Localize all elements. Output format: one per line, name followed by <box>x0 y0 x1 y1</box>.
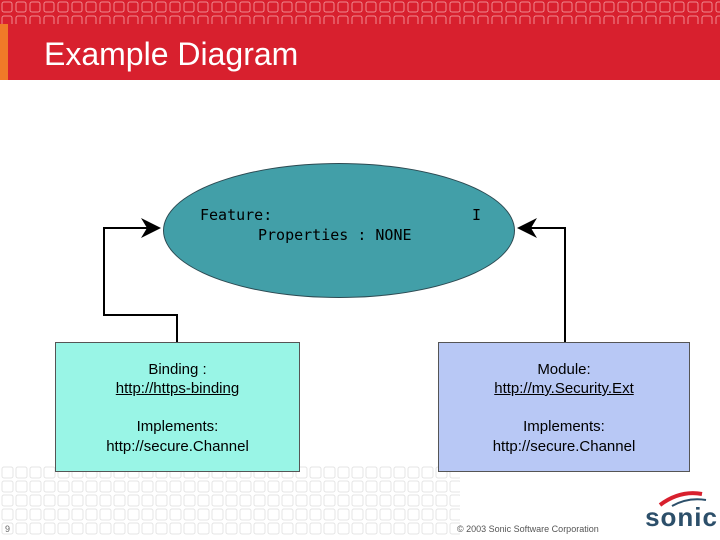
feature-marker: I <box>472 206 482 224</box>
footer-grid-pattern <box>1 466 460 535</box>
feature-properties: Properties : NONE <box>258 226 412 244</box>
header-accent-stripe <box>0 24 8 80</box>
slide-title: Example Diagram <box>44 36 299 72</box>
connector-binding-to-feature <box>103 218 178 342</box>
feature-label: Feature: <box>200 206 273 224</box>
slide-header: Example Diagram <box>0 0 720 80</box>
binding-link[interactable]: http://https-binding <box>115 380 240 397</box>
binding-title: Binding : <box>148 361 207 378</box>
binding-implements-label: Implements: <box>136 418 219 435</box>
logo-swoosh-icon <box>658 491 707 507</box>
sonic-logo: sonic <box>632 488 718 536</box>
module-implements-value: http://secure.Channel <box>492 438 636 455</box>
copyright-text: © 2003 Sonic Software Corporation <box>457 524 599 534</box>
binding-implements-value: http://secure.Channel <box>106 438 249 455</box>
module-title: Module: <box>537 361 591 378</box>
header-grid-pattern <box>1 1 720 24</box>
module-link[interactable]: http://my.Security.Ext <box>494 380 634 397</box>
feature-ellipse[interactable] <box>163 163 515 298</box>
connector-module-to-feature <box>517 218 566 342</box>
page-number: 9 <box>5 524 11 534</box>
module-implements-label: Implements: <box>523 418 605 435</box>
binding-box[interactable]: Binding : http://https-binding Implement… <box>55 342 300 472</box>
logo-wordmark: sonic <box>645 502 718 532</box>
module-box[interactable]: Module: http://my.Security.Ext Implement… <box>438 342 690 472</box>
